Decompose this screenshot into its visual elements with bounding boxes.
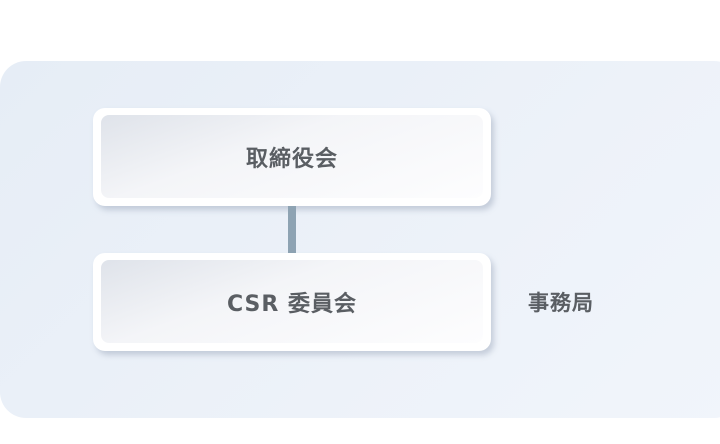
connector-line bbox=[288, 206, 296, 253]
csr-committee-box: CSR 委員会 bbox=[93, 253, 491, 351]
board-of-directors-label: 取締役会 bbox=[101, 115, 483, 198]
board-of-directors-box: 取締役会 bbox=[93, 108, 491, 206]
csr-committee-label: CSR 委員会 bbox=[101, 260, 483, 343]
secretariat-label: 事務局 bbox=[528, 291, 594, 315]
